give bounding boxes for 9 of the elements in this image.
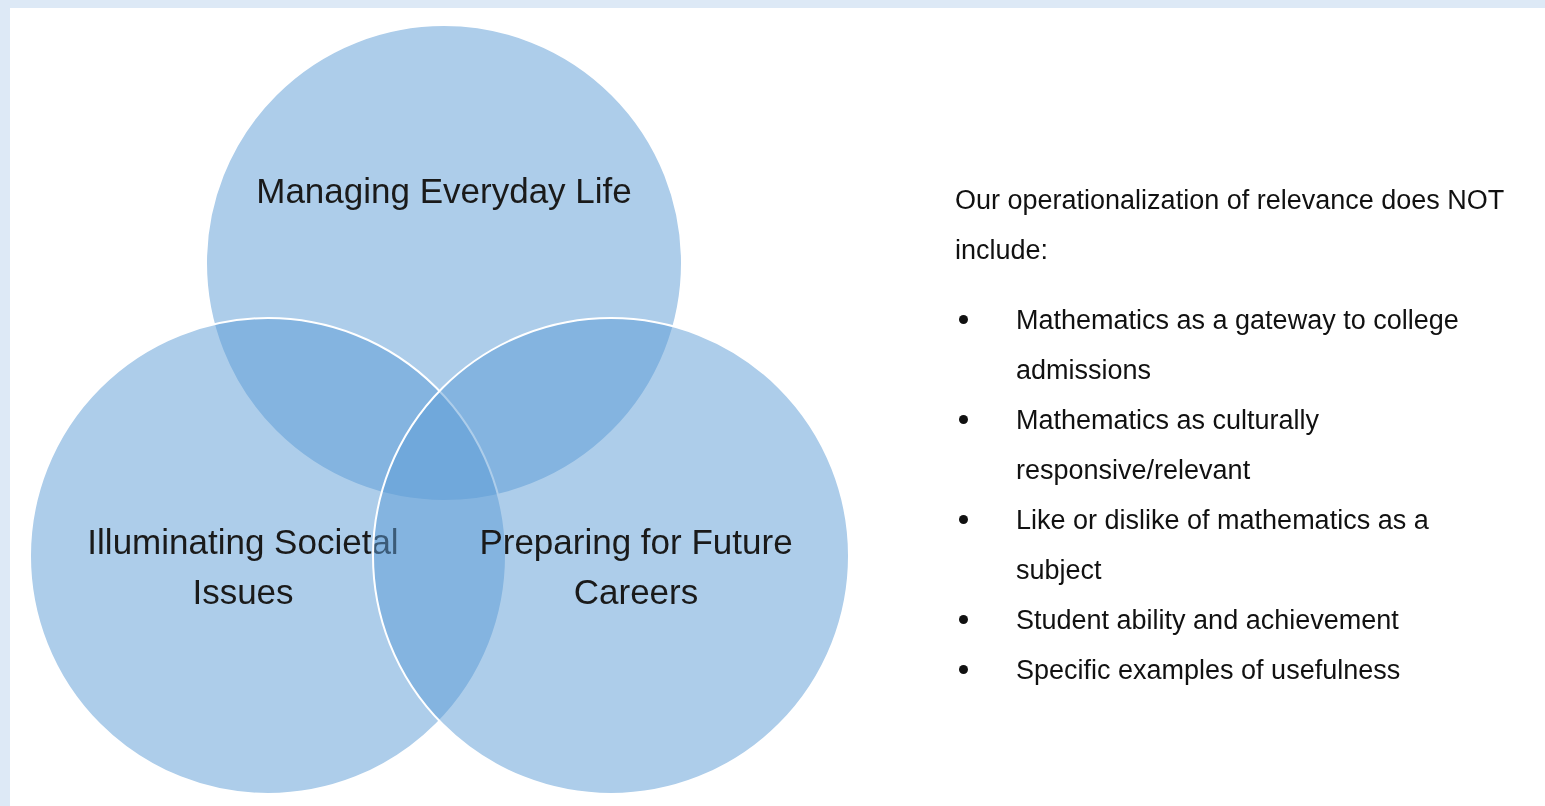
bullet-text: Student ability and achievement <box>1016 604 1400 637</box>
bullet-text: Specific examples of usefulness <box>1016 654 1402 687</box>
circle-label: Preparing for Future Careers <box>478 521 794 613</box>
bullet-text: Mathematics as a gateway to college admissions <box>1016 304 1460 387</box>
bullet-text: Like or dislike of mathematics as a subject <box>1016 504 1430 587</box>
note-heading: Our operationalization of relevance does NOT include: <box>955 184 1505 267</box>
circle-label: Illuminating Societal Issues <box>86 521 400 613</box>
bullet-text: Mathematics as culturally responsive/relevant <box>1016 404 1321 487</box>
circle-label: Managing Everyday Life <box>255 170 633 212</box>
